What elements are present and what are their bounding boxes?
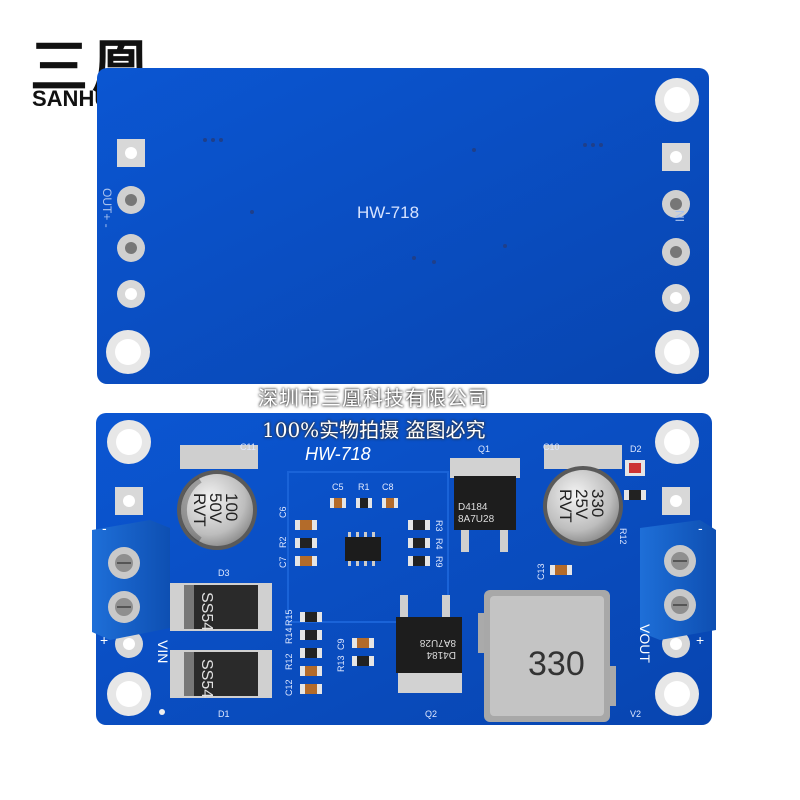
vout-label: VOUT xyxy=(637,624,653,663)
q2-marking-line2: 8A7U28 xyxy=(419,637,456,648)
diode-d1 xyxy=(170,650,272,698)
ref-r15: R15 xyxy=(284,609,294,626)
inductor xyxy=(478,590,616,722)
plus-left-label: + xyxy=(100,632,108,648)
ref-r1: R1 xyxy=(358,482,370,492)
left-pads xyxy=(117,139,145,308)
mounting-hole xyxy=(107,420,151,464)
ref-r12: R12 xyxy=(284,653,294,670)
ref-c10: C10 xyxy=(543,442,560,452)
ref-r2: R2 xyxy=(278,536,288,548)
ref-v2: V2 xyxy=(630,709,641,719)
smd-passives xyxy=(295,460,646,694)
q1-marking-line1: D4184 xyxy=(458,502,488,513)
ref-r9: R9 xyxy=(434,556,444,568)
ref-d1: D1 xyxy=(218,709,230,719)
mounting-hole xyxy=(107,672,151,716)
ref-c6: C6 xyxy=(278,506,288,518)
minus-left-label: - xyxy=(102,520,107,536)
plus-right-label: + xyxy=(696,632,704,648)
ref-c13: C13 xyxy=(536,563,546,580)
diode-d3-marking: SS54 xyxy=(198,592,215,631)
cap-left-line1: 100 xyxy=(222,493,241,521)
ref-r14: R14 xyxy=(284,627,294,644)
ref-r12b: R12 xyxy=(618,528,628,545)
bottom-board-front: HW-718 100 50V RVT 330 25V RVT SS54 SS54… xyxy=(92,413,716,725)
mosfet-q2 xyxy=(396,595,462,693)
cap-left-line3: RVT xyxy=(190,493,209,527)
ref-c12: C12 xyxy=(284,679,294,696)
ref-d2: D2 xyxy=(630,444,642,454)
top-board-substrate xyxy=(97,68,709,384)
mounting-hole xyxy=(655,330,699,374)
ref-c9: C9 xyxy=(336,638,346,650)
watermark-notice: 100%实物拍摄 盗图必究 xyxy=(262,418,486,442)
q1-marking-line2: 8A7U28 xyxy=(458,514,495,525)
diode-d3 xyxy=(170,583,272,631)
ref-q1: Q1 xyxy=(478,444,490,454)
output-terminal-block xyxy=(640,520,716,640)
watermark-company: 深圳市三凰科技有限公司 xyxy=(258,386,489,410)
ref-q2: Q2 xyxy=(425,709,437,719)
mounting-hole xyxy=(655,672,699,716)
cap-right-line2: 25V xyxy=(572,489,591,520)
top-board-model-label: HW-718 xyxy=(357,203,419,222)
ref-c11: C11 xyxy=(240,442,256,452)
right-pads xyxy=(662,143,690,312)
mounting-hole xyxy=(655,78,699,122)
ref-c5: C5 xyxy=(332,482,344,492)
diode-d1-marking: SS54 xyxy=(198,659,215,698)
mounting-hole xyxy=(106,330,150,374)
vin-label: VIN xyxy=(155,640,171,663)
top-board-back: HW-718 OUT+ - IN xyxy=(97,68,709,384)
capacitor-c11 xyxy=(177,445,258,550)
ref-r13: R13 xyxy=(336,655,346,672)
control-ic xyxy=(345,532,381,566)
ref-c7: C7 xyxy=(278,556,288,568)
ref-r4: R4 xyxy=(434,538,444,550)
cap-right-line3: RVT xyxy=(556,489,575,523)
ref-r3: R3 xyxy=(434,520,444,532)
inductor-marking: 330 xyxy=(528,645,585,683)
mounting-hole xyxy=(655,420,699,464)
mosfet-q1 xyxy=(450,458,520,552)
cap-right-line1: 330 xyxy=(588,489,607,517)
input-terminal-block xyxy=(92,520,170,640)
minus-right-label: - xyxy=(698,520,703,536)
top-board-in-label: IN xyxy=(673,210,687,222)
cap-left-line2: 50V xyxy=(206,493,225,524)
ref-d3: D3 xyxy=(218,568,230,578)
bottom-board-model-label: HW-718 xyxy=(305,444,371,464)
capacitor-c10 xyxy=(543,445,623,546)
ref-c8: C8 xyxy=(382,482,394,492)
q2-marking-line1: D4184 xyxy=(426,649,456,660)
top-board-out-label: OUT+ - xyxy=(100,188,114,228)
